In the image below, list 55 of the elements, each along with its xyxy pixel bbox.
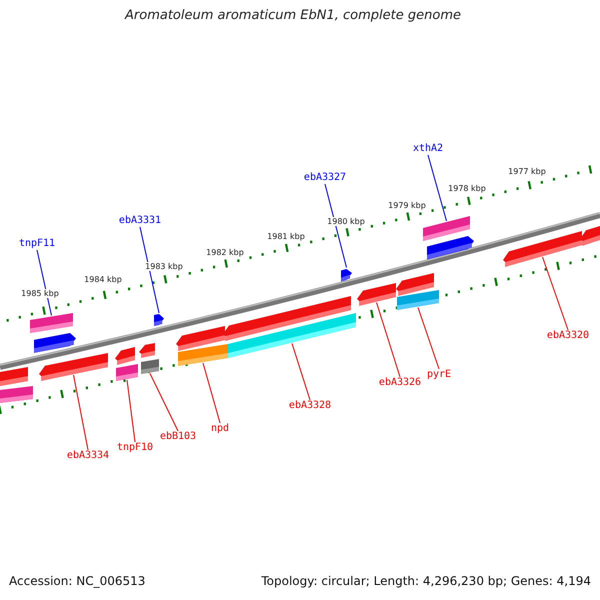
scale-label: 1979 kbp xyxy=(387,201,427,210)
gene-label: npd xyxy=(210,423,230,435)
scale-label: 1983 kbp xyxy=(144,262,184,271)
leader-line xyxy=(292,343,310,400)
gene-label: tnpF11 xyxy=(18,238,56,250)
gene-label: pyrE xyxy=(426,369,452,381)
leader-line xyxy=(150,373,178,432)
gene-feature xyxy=(0,386,33,403)
footer-text: Topology: circular; Length: 4,296,230 bp; Genes: 4,194 xyxy=(261,575,591,587)
gene-label: ebA3327 xyxy=(304,172,346,184)
gene-feature xyxy=(116,364,138,381)
leader-line xyxy=(126,380,136,442)
leader-line xyxy=(542,256,568,330)
scale-label: 1980 kbp xyxy=(326,217,366,226)
gene-feature xyxy=(30,313,73,333)
leader-line xyxy=(418,307,440,370)
gene-feature xyxy=(154,314,164,326)
gene-feature xyxy=(423,216,470,241)
gene-feature xyxy=(141,359,159,374)
scale-label: 1978 kbp xyxy=(447,184,487,193)
gene-feature xyxy=(341,268,352,281)
leader-line xyxy=(36,250,52,316)
gene-label: ebA3331 xyxy=(118,215,162,227)
scale-label: 1984 kbp xyxy=(83,275,123,284)
gene-label: ebA3320 xyxy=(546,330,590,342)
gene-label: ebA3328 xyxy=(288,400,332,412)
gene-feature xyxy=(139,343,155,357)
gene-label: xthA2 xyxy=(412,143,444,155)
title: Aromatoleum aromaticum EbN1, complete genome xyxy=(125,10,461,22)
scale-label: 1977 kbp xyxy=(507,167,547,176)
gene-label: tnpF10 xyxy=(116,442,154,454)
gene-feature xyxy=(223,296,351,340)
leader-line xyxy=(202,362,220,424)
leader-line xyxy=(140,226,160,314)
gene-feature xyxy=(39,353,108,380)
leader-line xyxy=(73,374,88,450)
gene-feature xyxy=(396,273,434,295)
gene-label: ebB103 xyxy=(160,431,196,443)
gene-feature xyxy=(0,367,28,386)
leader-line xyxy=(428,154,447,222)
gene-feature xyxy=(176,326,225,350)
gene-label: ebA3334 xyxy=(66,450,110,462)
leader-line xyxy=(376,302,400,378)
scale-label: 1985 kbp xyxy=(20,289,60,298)
gene-feature xyxy=(115,347,135,364)
leader-line xyxy=(324,184,347,268)
gene-label: ebA3326 xyxy=(378,377,422,389)
gene-feature xyxy=(427,236,474,259)
gene-feature xyxy=(357,283,396,305)
scale-label: 1982 kbp xyxy=(205,248,245,257)
gene-feature xyxy=(503,231,582,266)
scale-label: 1981 kbp xyxy=(266,232,306,241)
gene-feature xyxy=(34,333,76,353)
gene-feature xyxy=(580,226,600,244)
footer-text: Accession: NC_006513 xyxy=(9,575,146,587)
